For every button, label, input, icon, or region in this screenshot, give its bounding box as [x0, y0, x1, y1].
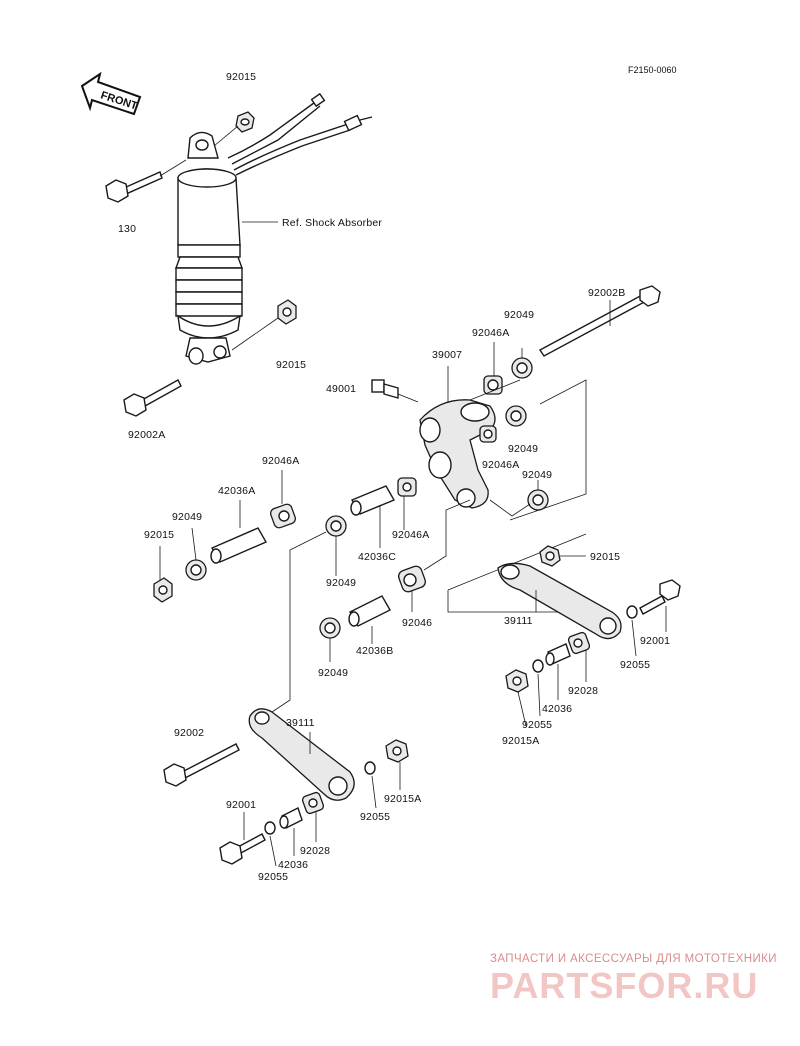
label-92055-right2: 92055 [522, 719, 552, 731]
label-92055-low: 92055 [360, 811, 390, 823]
label-92001-left: 92001 [226, 799, 256, 811]
label-39111-left: 39111 [286, 717, 315, 729]
bolt-92001-left [219, 833, 266, 865]
label-39111-right: 39111 [504, 615, 533, 627]
sleeve-42036-right [545, 643, 571, 666]
label-92028-left: 92028 [300, 845, 330, 857]
sleeve-42036c [350, 485, 396, 516]
bearing-92049-c [527, 489, 549, 511]
nut-92015a-low [385, 739, 409, 763]
label-92049-center: 92049 [326, 577, 356, 589]
nut-92015a-right [505, 669, 529, 693]
label-92002a: 92002A [128, 429, 165, 441]
sleeve-42036-left [279, 807, 303, 829]
washer-92055-right [626, 605, 638, 619]
label-92015-mid: 92015 [276, 359, 306, 371]
collar-92046 [398, 565, 426, 593]
washer-92055-left [264, 821, 276, 835]
label-92001-right: 92001 [640, 635, 670, 647]
label-130: 130 [118, 223, 136, 235]
label-92046a-b: 92046A [482, 459, 519, 471]
watermark-tagline: ЗАПЧАСТИ И АКСЕССУАРЫ ДЛЯ МОТОТЕХНИКИ [490, 953, 777, 965]
bolt-130 [105, 171, 163, 203]
ref-shock-absorber-label: Ref. Shock Absorber [282, 217, 382, 229]
label-39007: 39007 [432, 349, 462, 361]
washer-92055-right2 [532, 659, 544, 673]
bolt-92002b [538, 285, 661, 357]
nut-92015-mid [277, 299, 297, 325]
arm-39111-right [497, 562, 622, 640]
bolt-92002a [123, 379, 182, 417]
collar-92046a-a [483, 375, 503, 395]
label-92015-left: 92015 [144, 529, 174, 541]
arm-39111-left [248, 708, 355, 801]
label-92049-c: 92049 [522, 469, 552, 481]
label-92002: 92002 [174, 727, 204, 739]
collar-92046a-left [270, 503, 296, 529]
label-92002b: 92002B [588, 287, 625, 299]
bolt-92002 [163, 743, 240, 787]
bearing-92049-left [185, 559, 207, 581]
fitting-49001 [371, 379, 399, 399]
label-92049-low: 92049 [318, 667, 348, 679]
sleeve-42036b [348, 595, 391, 627]
nut-92015-top [235, 111, 255, 133]
collar-92046a-b [479, 425, 497, 443]
label-92049-a: 92049 [504, 309, 534, 321]
bush-92028-right [567, 631, 591, 655]
bearing-92049-a [511, 357, 533, 379]
bearing-92049-low [319, 617, 341, 639]
watermark-logo: PARTSFOR.RU [490, 965, 758, 1006]
label-92015a-low: 92015A [384, 793, 421, 805]
label-92049-left: 92049 [172, 511, 202, 523]
label-92055-left: 92055 [258, 871, 288, 883]
label-42036a: 42036A [218, 485, 255, 497]
label-42036b: 42036B [356, 645, 393, 657]
nut-92015-right [539, 545, 561, 567]
label-92046a-left: 92046A [262, 455, 299, 467]
bearing-92049-b [505, 405, 527, 427]
label-92046a-a: 92046A [472, 327, 509, 339]
label-92015a-right: 92015A [502, 735, 539, 747]
label-92015-right: 92015 [590, 551, 620, 563]
sleeve-42036a [210, 527, 267, 564]
label-49001: 49001 [326, 383, 356, 395]
label-92046a-center: 92046A [392, 529, 429, 541]
bush-92028-left [301, 791, 325, 815]
washer-92055-low [364, 761, 376, 775]
collar-92046a-center [397, 477, 417, 497]
label-92046: 92046 [402, 617, 432, 629]
link-39007 [419, 399, 496, 509]
label-92015-top: 92015 [226, 71, 256, 83]
label-92049-b: 92049 [508, 443, 538, 455]
diagram-code: F2150-0060 [628, 65, 677, 75]
label-42036c: 42036C [358, 551, 396, 563]
label-42036-right: 42036 [542, 703, 572, 715]
nut-92015-left [153, 577, 173, 603]
label-92028-right: 92028 [568, 685, 598, 697]
label-92055-right: 92055 [620, 659, 650, 671]
shock-absorber [175, 92, 373, 365]
label-42036-left: 42036 [278, 859, 308, 871]
bolt-92001-right [639, 579, 681, 615]
bearing-92049-center [325, 515, 347, 537]
front-arrow-icon: FRONT [80, 71, 142, 116]
